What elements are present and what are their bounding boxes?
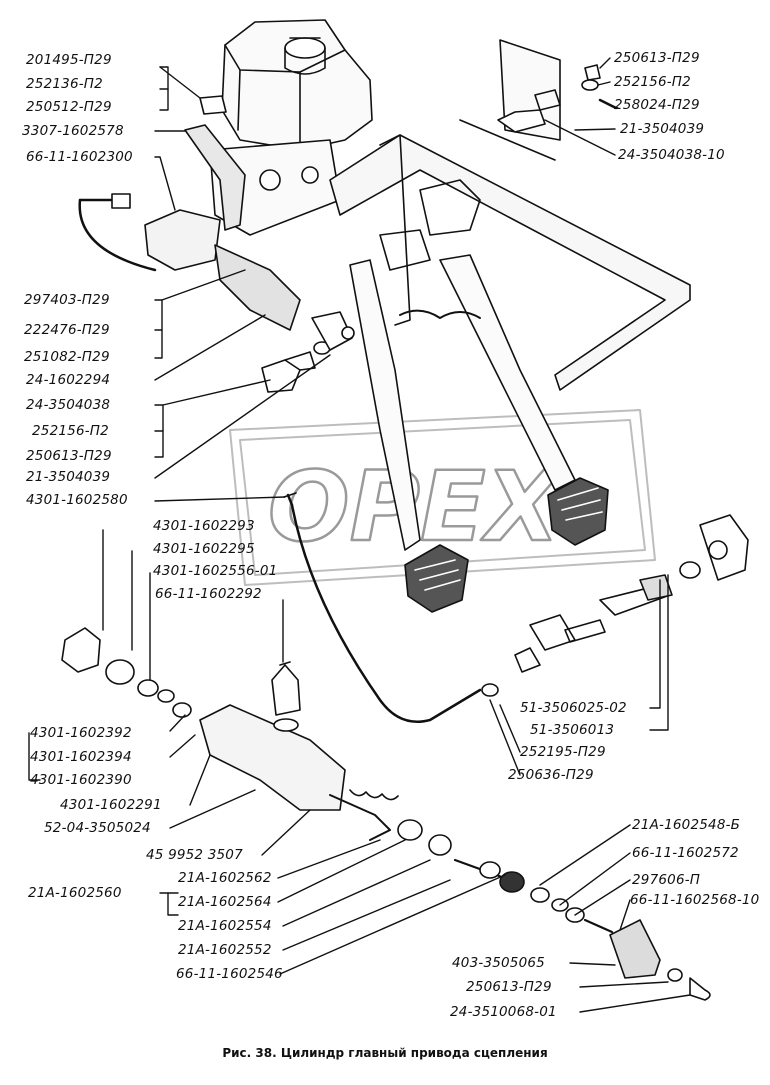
callout-label: 66-11-1602300: [26, 149, 133, 165]
callout-label: 21А-1602554: [178, 918, 272, 934]
callout-label: 66-11-1602568-10: [630, 892, 760, 908]
slave-line-parts: [481, 514, 749, 697]
callout-label: 201495-П29: [26, 52, 112, 68]
callout-label: 45 9952 3507: [146, 847, 243, 863]
callout-label: 250636-П29: [508, 767, 594, 783]
callout-label: 297403-П29: [24, 292, 110, 308]
callout-label: 66-11-1602572: [632, 845, 739, 861]
callout-label: 24-3504038: [26, 397, 111, 413]
callout-label: 4301-1602291: [60, 797, 162, 813]
callout-label: 51-3506013: [530, 722, 615, 738]
callout-label: 21А-1602552: [178, 942, 272, 958]
callout-label: 4301-1602392: [30, 725, 132, 741]
callout-label: 66-11-1602292: [155, 586, 262, 602]
leader-lines-left: [28, 66, 506, 975]
callout-label: 3307-1602578: [22, 123, 124, 139]
callout-label: 251082-П29: [24, 349, 110, 365]
callout-label: 4301-1602295: [153, 541, 255, 557]
callout-label: 21-3504039: [620, 121, 705, 137]
callout-label: 252136-П2: [26, 76, 103, 92]
callout-label: 222476-П29: [24, 322, 110, 338]
exploded-master-cylinder: [61, 627, 711, 1001]
callout-label: 252156-П2: [614, 74, 691, 90]
pedals: [349, 254, 609, 613]
callout-label: 4301-1602580: [26, 492, 128, 508]
callout-label: 250613-П29: [614, 50, 700, 66]
reservoir-assembly: [184, 19, 373, 236]
callout-label: 24-3504038-10: [618, 147, 725, 163]
callout-label: 250613-П29: [466, 979, 552, 995]
callout-label: 4301-1602394: [30, 749, 132, 765]
callout-label: 21А-1602548-Б: [632, 817, 741, 833]
callout-label: 250613-П29: [26, 448, 112, 464]
callout-label: 21А-1602564: [178, 894, 272, 910]
callout-label: 52-04-3505024: [44, 820, 151, 836]
figure-caption: Рис. 38. Цилиндр главный привода сцеплен…: [222, 1046, 548, 1060]
callout-label: 24-1602294: [26, 372, 111, 388]
callout-label: 258024-П29: [614, 97, 700, 113]
callout-label: 21-3504039: [26, 469, 111, 485]
upper-left-small-parts: [261, 311, 355, 393]
callout-label: 24-3510068-01: [450, 1004, 557, 1020]
hose-and-pipe: [78, 193, 301, 331]
callout-label: 21А-1602562: [178, 870, 272, 886]
callout-label: 4301-1602556-01: [153, 563, 278, 579]
callout-label: 4301-1602293: [153, 518, 255, 534]
callout-label: 252195-П29: [520, 744, 606, 760]
callout-label: 21А-1602560: [28, 885, 122, 901]
leader-lines-right: [489, 57, 691, 1013]
callout-label: 250512-П29: [26, 99, 112, 115]
hydraulic-pipe: [283, 492, 482, 723]
callout-label: 51-3506025-02: [520, 700, 627, 716]
callout-label: 403-3505065: [452, 955, 545, 971]
callout-label: 66-11-1602546: [176, 966, 283, 982]
callout-label: 252156-П2: [32, 423, 109, 439]
callout-label: 297606-П: [632, 872, 701, 888]
callout-label: 4301-1602390: [30, 772, 132, 788]
